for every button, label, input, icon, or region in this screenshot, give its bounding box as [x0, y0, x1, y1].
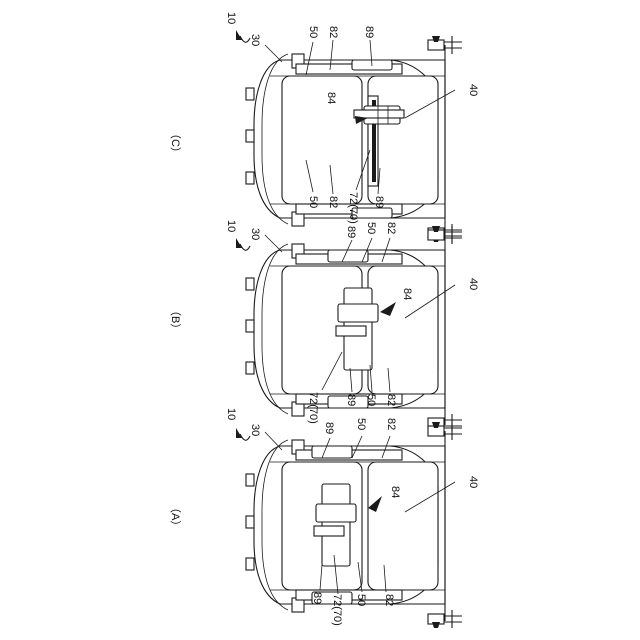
ref-82-lower-b: 82	[385, 394, 397, 406]
figure-label-c: （C）	[169, 128, 182, 158]
ref-89-upper-c: 89	[363, 26, 375, 38]
ref-50-upper-b: 50	[365, 222, 377, 234]
ref-72-70-c: 72(70)	[347, 192, 359, 224]
ref-82-lower-c: 82	[327, 196, 339, 208]
ref-84-a: 84	[389, 486, 401, 498]
ref-50-lower-b: 50	[365, 394, 377, 406]
ref-30-b: 30	[249, 228, 261, 240]
ref-89-upper-a: 89	[323, 422, 335, 434]
ref-10-b: 10	[225, 220, 237, 232]
figure-label-a: （A）	[169, 502, 182, 531]
ref-89-lower-a: 89	[311, 592, 323, 604]
ref-82-lower-a: 82	[383, 594, 395, 606]
ref-84-b: 84	[401, 288, 413, 300]
ref-50-upper-c: 50	[307, 26, 319, 38]
figure-label-b: （B）	[169, 305, 182, 334]
ref-10-a: 10	[225, 408, 237, 420]
ref-30-c: 30	[249, 34, 261, 46]
ref-84-c: 84	[325, 92, 337, 104]
ref-50-lower-c: 50	[307, 196, 319, 208]
ref-89-lower-b: 89	[345, 394, 357, 406]
ref-72-70-a: 72(70)	[331, 594, 343, 626]
ref-40-a: 40	[467, 476, 479, 488]
figure-a	[236, 422, 462, 628]
ref-40-c: 40	[467, 84, 479, 96]
ref-30-a: 30	[249, 424, 261, 436]
ref-50-lower-a: 50	[355, 594, 367, 606]
ref-82-upper-a: 82	[385, 418, 397, 430]
ref-72-70-b: 72(70)	[307, 392, 319, 424]
ref-89-upper-b: 89	[345, 226, 357, 238]
ref-82-upper-b: 82	[385, 222, 397, 234]
ref-40-b: 40	[467, 278, 479, 290]
ref-82-upper-c: 82	[327, 26, 339, 38]
ref-10-c: 10	[225, 12, 237, 24]
ref-50-upper-a: 50	[355, 418, 367, 430]
ref-89-lower-c: 89	[373, 196, 385, 208]
